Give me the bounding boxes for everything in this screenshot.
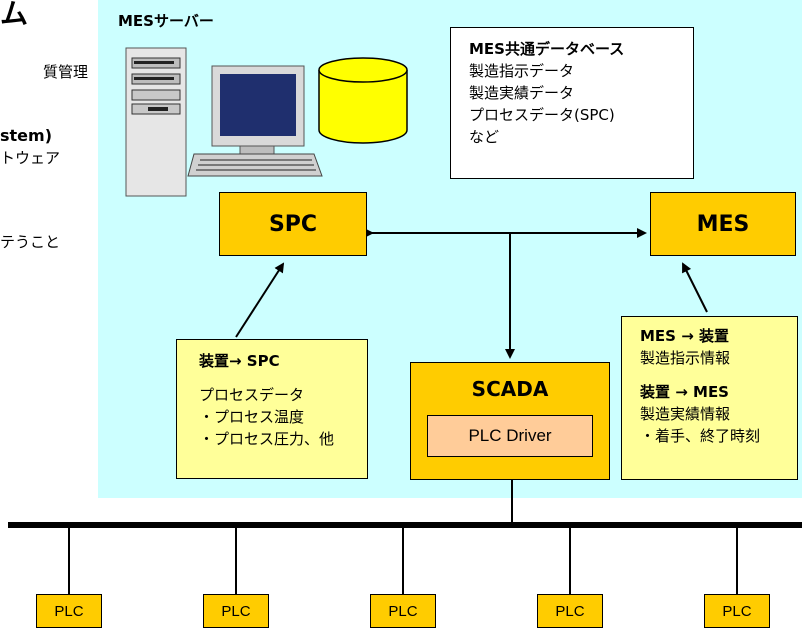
mes-note-heading-1: MES → 装置 (640, 327, 729, 345)
scada-title: SCADA (471, 377, 549, 401)
mes-node: MES (650, 192, 796, 256)
plc-node: PLC (537, 594, 603, 628)
database-item: 製造実績データ (469, 84, 575, 102)
database-item: 製造指示データ (469, 62, 575, 80)
database-item: プロセスデータ(SPC) (469, 106, 615, 124)
mes-note-arrow (682, 262, 708, 313)
plc-node: PLC (370, 594, 436, 628)
plc-node: PLC (203, 594, 269, 628)
mes-note-line-3: ・着手、終了時刻 (640, 427, 761, 445)
database-title: MES共通データベース (469, 40, 625, 58)
keyboard-icon (187, 153, 323, 177)
server-label: MESサーバー (118, 12, 214, 30)
mes-note-line-1: 製造指示情報 (640, 349, 731, 367)
spc-note-heading: 装置→ SPC (199, 352, 280, 370)
spc-note-arrow (235, 262, 285, 338)
monitor-icon (211, 65, 305, 155)
mes-label: MES (696, 211, 750, 237)
left-text-fragment-4: テうこと (0, 233, 61, 251)
computer-illustration (125, 47, 323, 197)
server-tower-icon (125, 47, 187, 197)
spc-note-line: ・プロセス圧力、他 (199, 430, 335, 448)
left-text-fragment-3: トウェア (0, 149, 61, 167)
spc-node: SPC (219, 192, 367, 256)
left-title-fragment: ム (0, 0, 29, 30)
mes-note-box: MES → 装置 製造指示情報 装置 → MES 製造実績情報 ・着手、終了時刻 (621, 316, 798, 480)
scada-node: SCADA PLC Driver (410, 362, 610, 480)
database-info-box: MES共通データベース 製造指示データ 製造実績データ プロセスデータ(SPC)… (450, 27, 694, 179)
mes-note-heading-2: 装置 → MES (640, 383, 729, 401)
plc-driver-box: PLC Driver (427, 415, 593, 457)
plc-node: PLC (704, 594, 770, 628)
spc-note-line: プロセスデータ (199, 386, 305, 404)
database-cylinder-icon (318, 57, 408, 144)
left-text-fragment-1: 質管理 (43, 63, 89, 81)
spc-label: SPC (268, 211, 318, 237)
spc-note-line: ・プロセス温度 (199, 408, 305, 426)
network-bus (8, 522, 802, 528)
mes-note-line-2: 製造実績情報 (640, 405, 731, 423)
spc-note-box: 装置→ SPC プロセスデータ ・プロセス温度 ・プロセス圧力、他 (176, 339, 368, 479)
left-text-fragment-2: stem) (0, 126, 53, 145)
plc-node: PLC (36, 594, 102, 628)
database-item: など (469, 128, 500, 146)
